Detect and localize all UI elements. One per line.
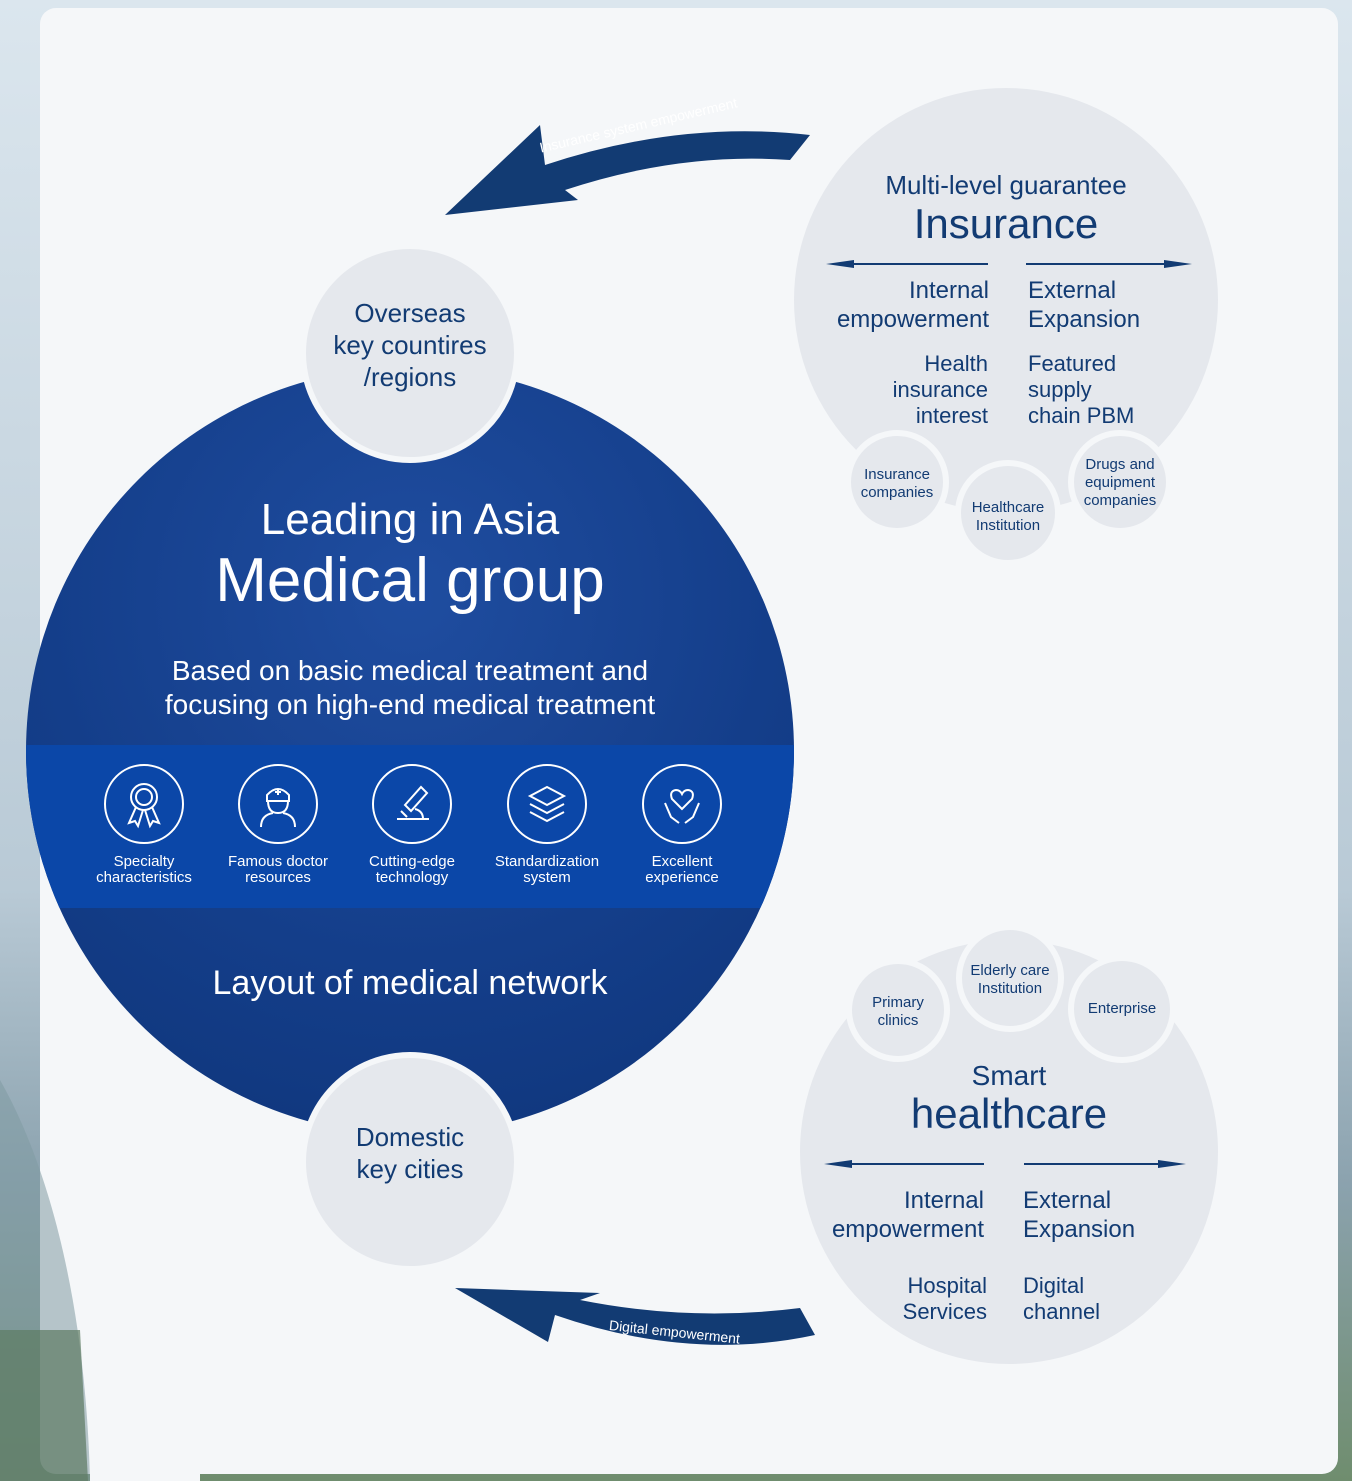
smart-title-small: Smart [971, 1060, 1047, 1091]
primary-clinics-node [846, 958, 950, 1062]
elderly-care-node [956, 924, 1064, 1032]
domestic-line2: key cities [356, 1154, 464, 1184]
heart-hands-icon [664, 788, 700, 824]
overseas-circle [300, 243, 520, 463]
domestic-circle [300, 1052, 520, 1272]
enterprise-label: Enterprise [1087, 1000, 1157, 1017]
ribbon-medal-icon [127, 783, 161, 829]
digital-arrow [455, 1288, 815, 1345]
main-title-large: Medical group [215, 546, 605, 615]
network-label: Layout of medical network [212, 964, 608, 1002]
insurance-arrow [445, 125, 810, 215]
domestic-line1: Domestic [355, 1122, 465, 1152]
layers-icon [527, 785, 567, 823]
healthcare-institution-node [955, 460, 1061, 566]
main-circle: Leading in Asia Medical group Based on b… [26, 367, 794, 1135]
overseas-line1: Overseas [354, 298, 466, 328]
drugs-equipment-node [1068, 430, 1172, 534]
smart-title-large: healthcare [910, 1090, 1108, 1137]
enterprise-node [1068, 955, 1176, 1063]
insurance-title-large: Insurance [913, 200, 1099, 247]
main-subtitle-1: Based on basic medical treatment and [171, 655, 649, 686]
main-title-small: Leading in Asia [260, 495, 560, 544]
insurance-companies-node [845, 430, 949, 534]
insurance-divider-arrows [826, 260, 1192, 268]
doctor-icon [260, 788, 296, 828]
main-subtitle-2: focusing on high-end medical treatment [164, 689, 656, 720]
overseas-line3: /regions [363, 362, 457, 392]
insurance-title-small: Multi-level guarantee [885, 170, 1127, 200]
microscope-icon [397, 785, 429, 820]
overseas-line2: key countires [333, 330, 487, 360]
smart-divider-arrows [824, 1160, 1186, 1168]
